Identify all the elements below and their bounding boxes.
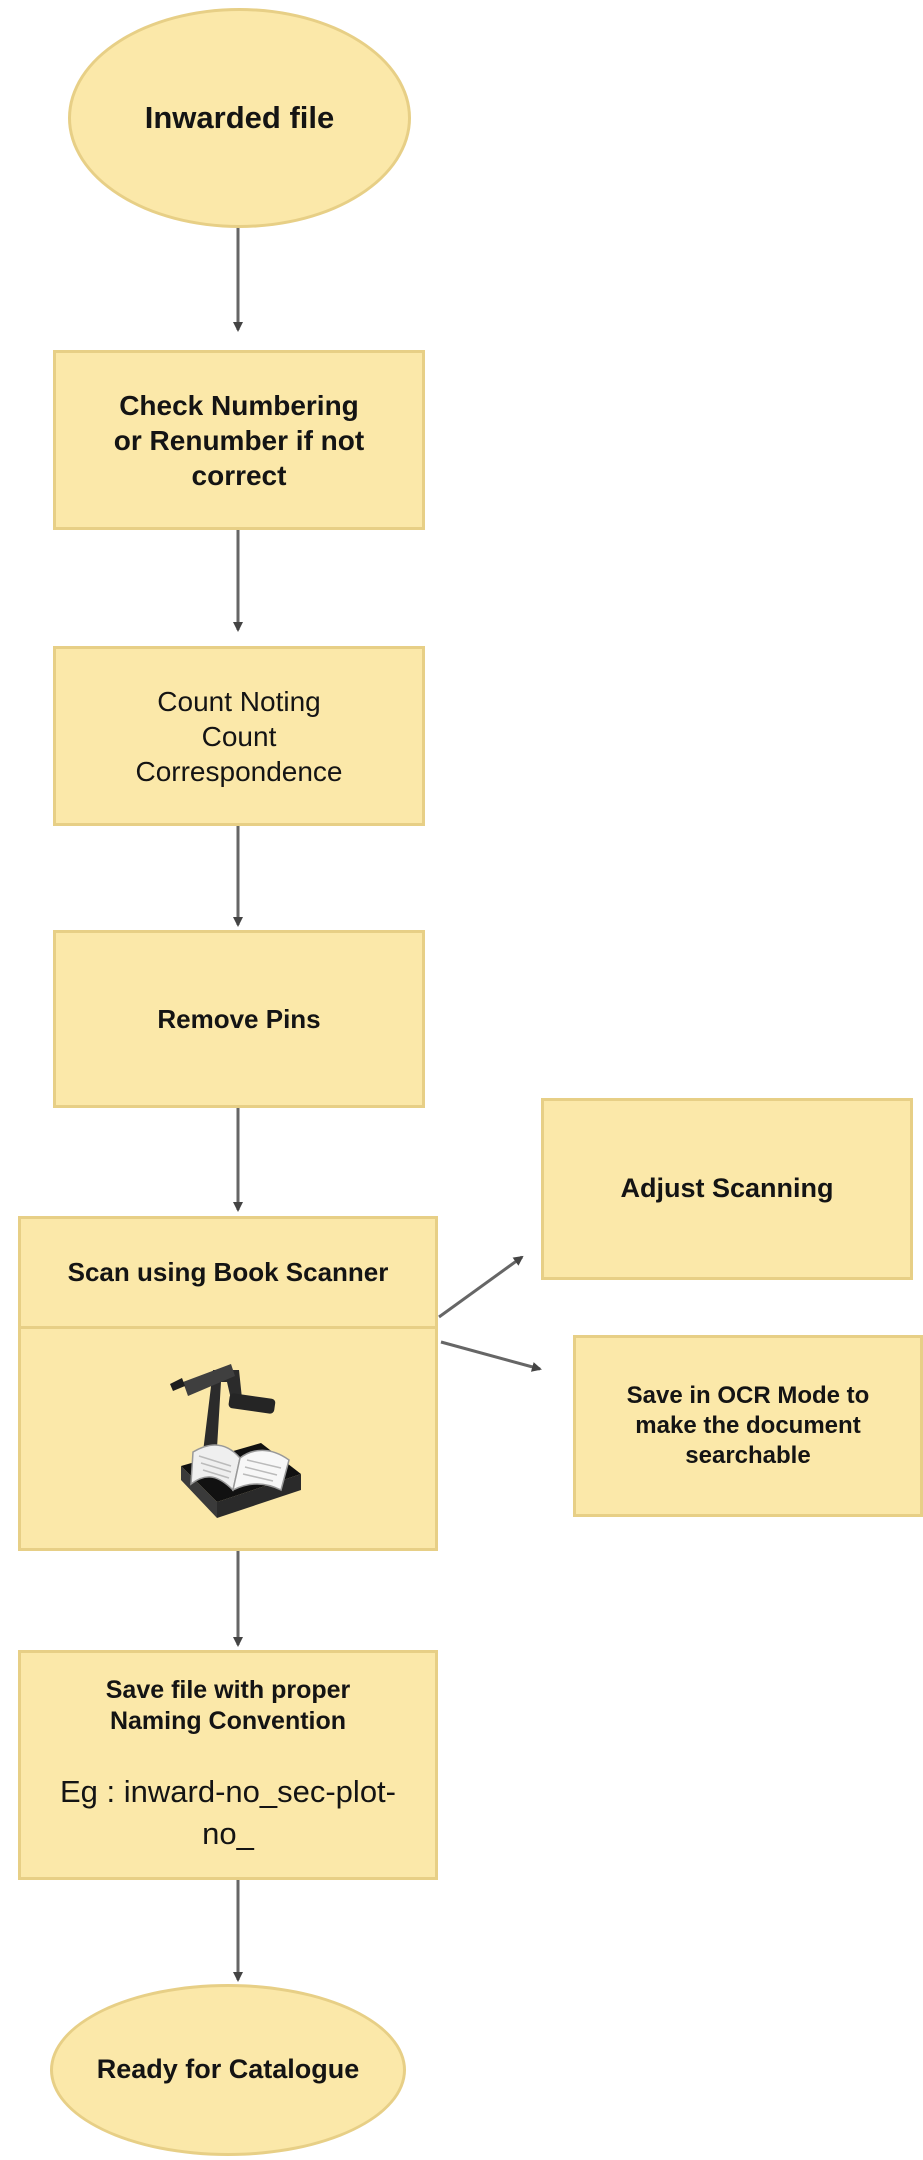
arrow-scan-to-adjust [438,1255,524,1319]
save-file-label: Save file with proper Naming Convention [105,1675,351,1736]
count-node: Count Noting Count Correspondence [53,646,425,826]
adjust-scanning-node: Adjust Scanning [541,1098,913,1280]
adjust-scanning-label: Adjust Scanning [620,1173,834,1204]
count-label: Count Noting Count Correspondence [135,685,343,787]
end-node-ready-for-catalogue: Ready for Catalogue [50,1984,406,2156]
book-scanner-icon [143,1348,313,1533]
scan-node-image [21,1329,435,1551]
start-node-inwarded-file: Inwarded file [68,8,411,228]
scan-node: Scan using Book Scanner [18,1216,438,1551]
scan-node-header: Scan using Book Scanner [21,1219,435,1329]
arrow-scan-to-ocr [440,1340,542,1372]
save-ocr-label: Save in OCR Mode to make the document se… [626,1382,870,1469]
check-numbering-node: Check Numbering or Renumber if not corre… [53,350,425,530]
save-file-node: Save file with proper Naming Convention … [18,1650,438,1880]
save-ocr-node: Save in OCR Mode to make the document se… [573,1335,923,1517]
remove-pins-node: Remove Pins [53,930,425,1108]
remove-pins-label: Remove Pins [157,1003,321,1034]
save-file-example-label: Eg : inward-no_sec-plot- no_ [60,1774,396,1852]
start-node-label: Inwarded file [144,99,335,135]
end-node-label: Ready for Catalogue [96,2054,360,2085]
check-numbering-label: Check Numbering or Renumber if not corre… [113,389,365,491]
scan-node-label: Scan using Book Scanner [67,1257,389,1288]
